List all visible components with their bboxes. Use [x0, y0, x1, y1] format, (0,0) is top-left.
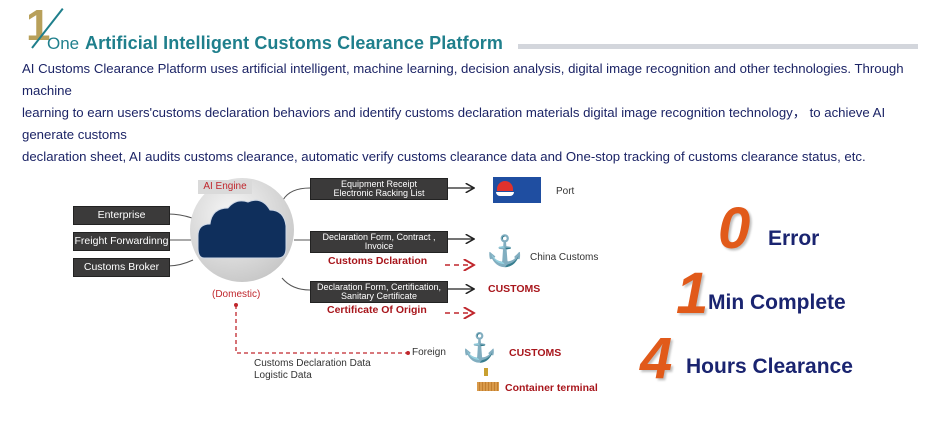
- stat-number-min: 1: [676, 261, 709, 326]
- section-word: One: [47, 34, 80, 53]
- description-line: AI Customs Clearance Platform uses artif…: [22, 61, 904, 98]
- description-line: learning to earn users'customs declarati…: [22, 105, 886, 142]
- label-customs-declaration: Customs Dclaration: [328, 255, 428, 267]
- doc-box-customs: Declaration Form, Certification,Sanitary…: [310, 281, 448, 303]
- input-freight-forwarding: Freight Forwardinng: [73, 232, 170, 251]
- foreign-data: Customs Declaration Data Logistic Data: [254, 358, 371, 382]
- doc-line: Electronic Racking List: [333, 188, 425, 198]
- cloud-icon: [197, 199, 287, 259]
- input-enterprise: Enterprise: [73, 206, 170, 225]
- label-certificate-origin: Certificate Of Origin: [327, 304, 427, 316]
- target-china-customs: China Customs: [530, 252, 599, 263]
- doc-line: Sanitary Certificate: [340, 291, 417, 301]
- customs-emblem-icon: ⚓: [462, 332, 497, 363]
- data-line: Customs Declaration Data: [254, 358, 371, 369]
- data-line: Logistic Data: [254, 370, 312, 381]
- doc-line: Declaration Form, Contract ,: [322, 231, 436, 242]
- foreign-label: Foreign: [412, 347, 446, 358]
- connector-flow-3: [281, 277, 311, 291]
- target-foreign-customs: CUSTOMS: [509, 347, 562, 359]
- target-port: Port: [556, 186, 575, 197]
- doc-line: Equipment Receipt: [340, 178, 418, 189]
- stat-number-hours: 4: [640, 326, 673, 391]
- connector-broker: [167, 259, 194, 267]
- description-line: declaration sheet, AI audits customs cle…: [22, 149, 866, 164]
- stat-label-min: Min Complete: [708, 291, 846, 314]
- doc-line: Invoice: [364, 241, 394, 251]
- stat-label-hours: Hours Clearance: [686, 355, 853, 378]
- doc-line: Declaration Form, Certification,: [316, 281, 442, 292]
- input-customs-broker: Customs Broker: [73, 258, 170, 277]
- container-icon: [477, 382, 499, 391]
- port-logo-icon: [493, 177, 541, 203]
- customs-emblem-icon: ⚓: [486, 235, 524, 268]
- target-customs: CUSTOMS: [488, 283, 541, 295]
- title-rule: [518, 44, 918, 49]
- domestic-label: (Domestic): [212, 289, 261, 300]
- ai-engine-label: AI Engine: [198, 180, 252, 194]
- connector-enterprise: [167, 213, 193, 219]
- stat-number-error: 0: [718, 196, 751, 261]
- description: AI Customs Clearance Platform uses artif…: [22, 58, 927, 168]
- doc-box-china-customs: Declaration Form, Contract ,Invoice: [310, 231, 448, 253]
- stat-label-error: Error: [768, 227, 820, 250]
- dashed-domestic-foreign: [235, 305, 408, 354]
- connector-icon: [484, 368, 488, 376]
- container-terminal-label: Container terminal: [505, 382, 598, 394]
- ai-engine-circle: [190, 178, 294, 282]
- connector-flow-1: [282, 187, 311, 201]
- page-title: Artificial Intelligent Customs Clearance…: [85, 33, 503, 53]
